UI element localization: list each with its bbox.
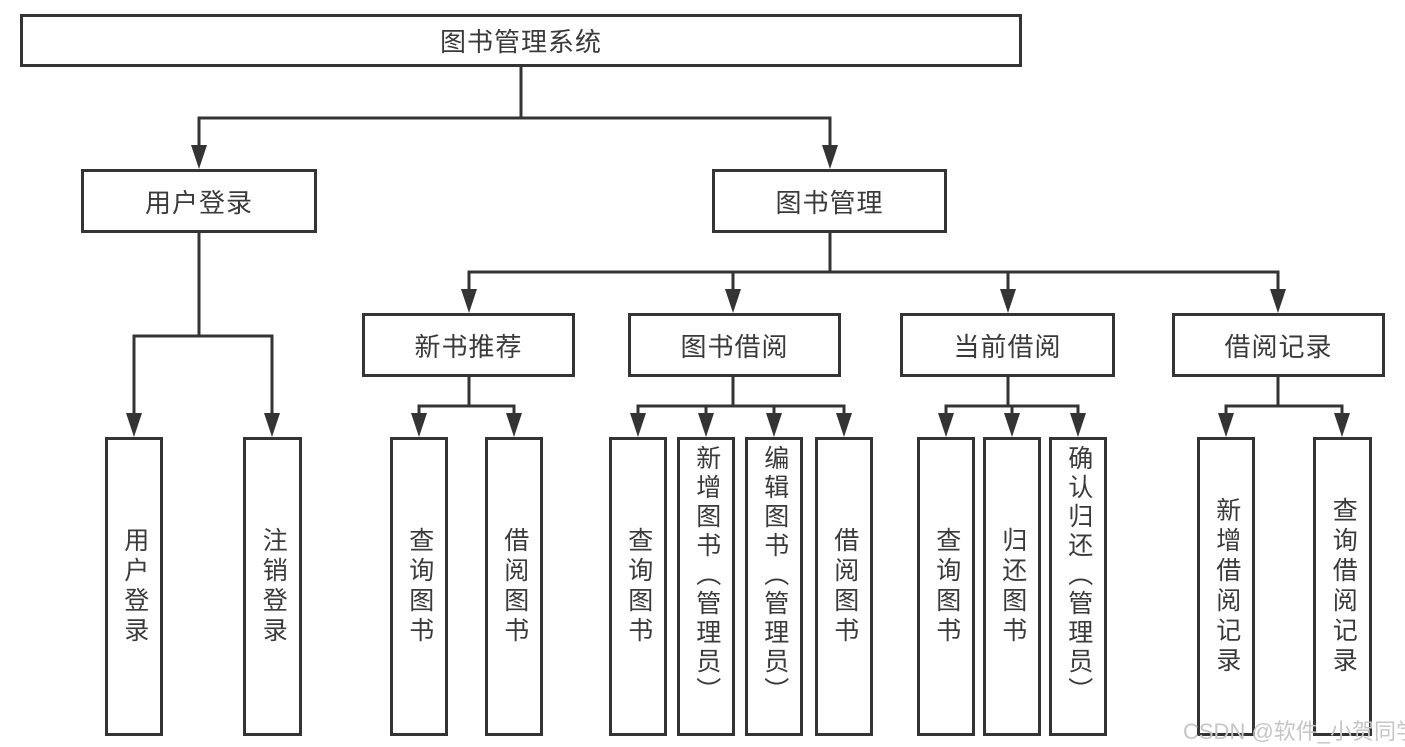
arrowheads-level2	[461, 289, 1286, 313]
node-borrow-book-2-label: 借阅图书	[830, 526, 859, 647]
node-user-login-leaf-label: 用户登录	[120, 526, 149, 647]
arrowheads-user-login-children	[126, 413, 280, 437]
node-edit-book-admin-label: 编辑图书（管理员）	[760, 445, 789, 706]
node-add-borrow-record: 新增借阅记录	[1197, 437, 1255, 736]
node-confirm-return-admin-label: 确认归还（管理员）	[1064, 445, 1093, 706]
node-logout: 注销登录	[243, 437, 302, 736]
node-add-borrow-record-label: 新增借阅记录	[1212, 496, 1241, 677]
node-user-login-leaf: 用户登录	[105, 437, 163, 736]
node-borrowing-records-label: 借阅记录	[1224, 331, 1333, 362]
arrowheads-level1	[191, 145, 838, 169]
csdn-watermark: CSDN @软件_小贺同学	[1183, 719, 1405, 744]
connector-book-mgmt-branch	[467, 233, 1280, 292]
node-user-login: 用户登录	[81, 169, 317, 233]
connector-group-stems	[417, 377, 1344, 416]
connector-root-to-level1	[197, 67, 832, 148]
node-query-borrow-record: 查询借阅记录	[1313, 437, 1372, 736]
node-query-book-1: 查询图书	[390, 437, 448, 736]
node-root-label: 图书管理系统	[439, 27, 602, 57]
node-logout-label: 注销登录	[259, 526, 288, 647]
node-book-management-label: 图书管理	[775, 187, 884, 218]
node-current-borrowing: 当前借阅	[900, 313, 1115, 377]
node-return-book: 归还图书	[983, 437, 1041, 736]
node-query-book-3-label: 查询图书	[932, 526, 961, 647]
node-add-book-admin: 新增图书（管理员）	[677, 437, 735, 736]
node-user-login-label: 用户登录	[144, 187, 253, 218]
node-borrowing-records: 借阅记录	[1172, 313, 1385, 377]
node-book-management: 图书管理	[712, 169, 947, 233]
node-add-book-admin-label: 新增图书（管理员）	[692, 445, 721, 706]
node-borrow-book-2: 借阅图书	[815, 437, 873, 736]
node-edit-book-admin: 编辑图书（管理员）	[745, 437, 803, 736]
node-new-book-recommendation-label: 新书推荐	[414, 331, 523, 362]
node-book-borrowing-label: 图书借阅	[680, 331, 789, 362]
node-borrow-book-1-label: 借阅图书	[500, 526, 529, 647]
node-return-book-label: 归还图书	[998, 526, 1027, 647]
node-query-book-3: 查询图书	[917, 437, 975, 736]
connector-user-login-branch	[132, 233, 274, 416]
node-query-book-2-label: 查询图书	[624, 526, 653, 647]
node-borrow-book-1: 借阅图书	[485, 437, 543, 736]
node-confirm-return-admin: 确认归还（管理员）	[1049, 437, 1107, 736]
node-new-book-recommendation: 新书推荐	[362, 313, 575, 377]
arrowheads-level3	[411, 413, 1350, 437]
node-query-borrow-record-label: 查询借阅记录	[1329, 496, 1358, 677]
node-query-book-1-label: 查询图书	[405, 526, 434, 647]
node-root: 图书管理系统	[20, 14, 1022, 67]
node-book-borrowing: 图书借阅	[628, 313, 841, 377]
node-query-book-2: 查询图书	[609, 437, 667, 736]
node-current-borrowing-label: 当前借阅	[953, 331, 1062, 362]
